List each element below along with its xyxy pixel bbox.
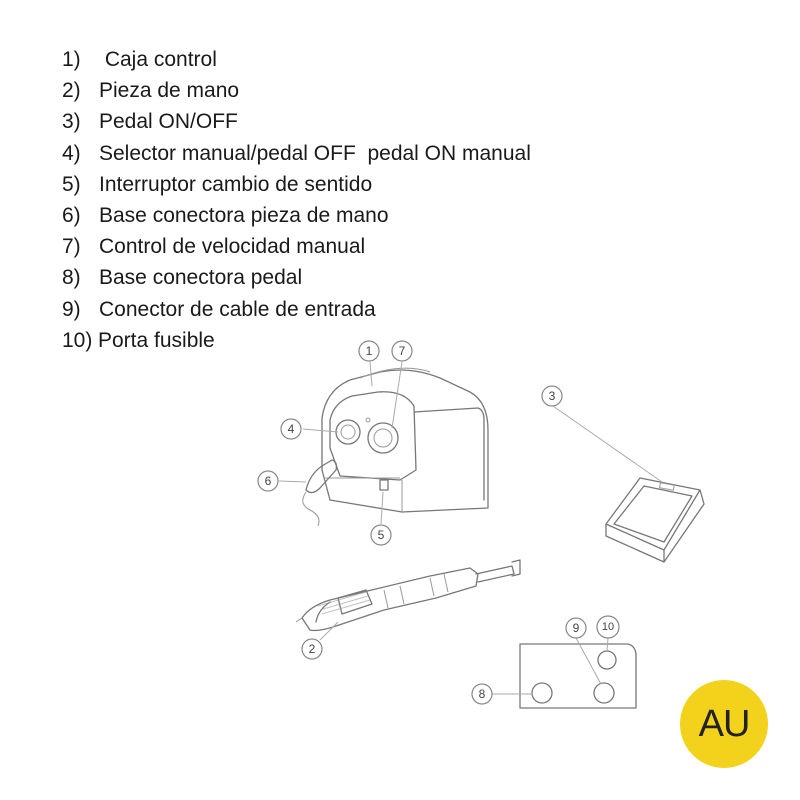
legend-number: 3)	[62, 110, 81, 134]
legend-item-4: 4) Selector manual/pedal OFF pedal ON man…	[62, 138, 531, 169]
legend-number: 1)	[62, 48, 81, 71]
callout-7: 7	[391, 340, 413, 362]
legend-number: 2)	[62, 79, 81, 103]
callout-10: 10	[596, 615, 620, 639]
legend-text: Base conectora pedal	[99, 266, 303, 290]
legend-item-5: 5) Interruptor cambio de sentido	[62, 169, 531, 200]
legend-number: 10)	[62, 328, 93, 352]
callout-label: 2	[309, 642, 316, 656]
callout-label: 1	[366, 344, 373, 358]
callout-2: 2	[301, 638, 323, 660]
legend-number: 5)	[62, 172, 81, 196]
callout-1: 1	[358, 340, 380, 362]
legend-text: Base conectora pieza de mano	[99, 204, 389, 228]
legend-item-1: 1) Caja control	[62, 44, 531, 75]
legend-item-6: 6) Base conectora pieza de mano	[62, 200, 531, 231]
legend-number: 6)	[62, 204, 81, 228]
legend-text: Pedal ON/OFF	[99, 110, 238, 134]
legend-item-7: 7) Control de velocidad manual	[62, 231, 531, 262]
legend-text: Conector de cable de entrada	[99, 297, 376, 321]
callout-label: 8	[479, 687, 486, 701]
callout-4: 4	[280, 418, 302, 440]
legend-text: Control de velocidad manual	[99, 235, 366, 259]
callout-6: 6	[257, 470, 279, 492]
legend-item-2: 2) Pieza de mano	[62, 75, 531, 106]
legend-item-8: 8) Base conectora pedal	[62, 262, 531, 293]
handpiece-drawing	[295, 559, 521, 632]
callout-label: 5	[378, 528, 385, 542]
legend-text: Porta fusible	[98, 328, 215, 352]
foot-pedal-drawing	[605, 477, 705, 563]
rear-panel-drawing	[519, 643, 637, 709]
legend-item-3: 3) Pedal ON/OFF	[62, 106, 531, 137]
brand-logo: AU	[680, 680, 768, 768]
legend-number: 8)	[62, 266, 81, 290]
legend-text: Selector manual/pedal OFF pedal ON manua…	[99, 141, 531, 165]
callout-9: 9	[565, 617, 587, 639]
callout-label: 7	[399, 344, 406, 358]
legend-number: 9)	[62, 297, 81, 321]
callout-label: 9	[573, 621, 580, 635]
legend-list: 1) Caja control 2) Pieza de mano 3) Pedal …	[62, 44, 531, 356]
callout-label: 6	[265, 474, 272, 488]
legend-number: 4)	[62, 141, 81, 165]
control-box-drawing	[302, 367, 489, 527]
legend-text: Pieza de mano	[99, 79, 240, 103]
callout-label: 3	[549, 389, 556, 403]
logo-text: AU	[698, 702, 751, 745]
legend-text: Caja control	[99, 48, 217, 71]
legend-text: Interruptor cambio de sentido	[99, 172, 373, 196]
callout-label: 4	[288, 422, 295, 436]
callout-3: 3	[541, 385, 563, 407]
legend-item-9: 9) Conector de cable de entrada	[62, 294, 531, 325]
callout-8: 8	[471, 683, 493, 705]
callout-label: 10	[602, 621, 614, 633]
legend-number: 7)	[62, 235, 81, 259]
legend-item-10: 10)Porta fusible	[62, 325, 531, 356]
callout-5: 5	[370, 524, 392, 546]
